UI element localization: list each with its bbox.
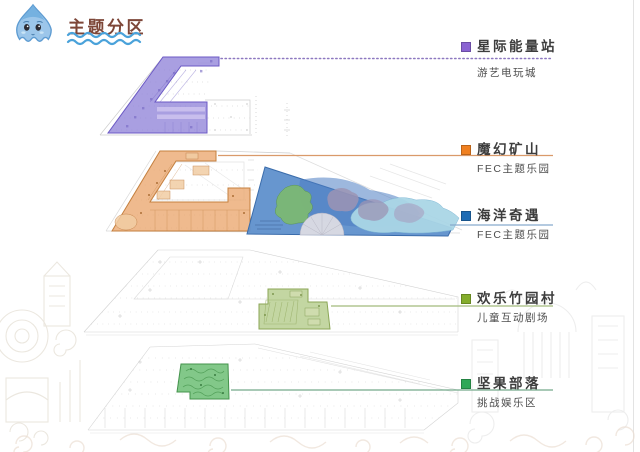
legend-swatch-magic-mine	[461, 144, 471, 155]
zone-ocean-adventure	[246, 166, 460, 237]
zone-magic-mine-shape	[111, 150, 251, 232]
legend-item-ocean-adventure: 海洋奇遇 FEC主题乐园	[461, 209, 611, 242]
legend-label-magic-mine: 魔幻矿山	[477, 142, 541, 157]
legend-label-star-energy: 星际能量站	[477, 39, 557, 54]
zone-bamboo-village	[258, 288, 331, 330]
legend-label-bamboo-village: 欢乐竹园村	[477, 291, 557, 306]
legend-label-ocean-adventure: 海洋奇遇	[477, 208, 541, 223]
plan-4-sketch	[87, 343, 459, 434]
legend-sublabel-star-energy: 游艺电玩城	[477, 67, 537, 79]
legend-swatch-bamboo-village	[461, 293, 471, 304]
header: 主题分区	[0, 0, 300, 60]
legend-swatch-star-energy	[461, 41, 471, 52]
legend-item-nut-tribe: 坚果部落 挑战娱乐区	[461, 377, 611, 410]
mascot-head-shade	[21, 4, 45, 21]
legend-item-star-energy: 星际能量站 游艺电玩城	[461, 40, 611, 80]
mascot-mouth	[31, 33, 35, 36]
legend-swatch-nut-tribe	[461, 378, 471, 389]
legend-sublabel-nut-tribe: 挑战娱乐区	[477, 397, 537, 409]
watermark-bottom-swirls	[13, 426, 635, 452]
legend-swatch-ocean-adventure	[461, 210, 471, 221]
plan-3-sketch	[83, 249, 459, 336]
watermark-bottom-left	[0, 261, 81, 446]
waves-decoration	[66, 31, 142, 46]
zone-magic-mine	[111, 150, 251, 232]
zone-star-energy-shape	[107, 56, 220, 134]
legend-item-bamboo-village: 欢乐竹园村 儿童互动剧场	[461, 292, 611, 325]
mascot-left-blush	[21, 31, 26, 34]
mascot-left-eye	[23, 24, 30, 31]
legend-sublabel-magic-mine: FEC主题乐园	[477, 163, 551, 175]
watermark-right-city	[467, 281, 629, 444]
zone-nut-tribe-shape	[176, 363, 230, 400]
legend-item-magic-mine: 魔幻矿山 FEC主题乐园	[461, 143, 611, 176]
water-drop-mascot-logo	[16, 3, 52, 42]
legend-label-nut-tribe: 坚果部落	[477, 376, 541, 391]
legend-sublabel-bamboo-village: 儿童互动剧场	[477, 312, 549, 324]
mascot-right-eye	[35, 24, 42, 31]
mascot-right-blush	[39, 31, 44, 34]
zone-nut-tribe	[176, 363, 230, 400]
zone-star-energy-station	[107, 56, 220, 134]
legend-sublabel-ocean-adventure: FEC主题乐园	[477, 229, 551, 241]
